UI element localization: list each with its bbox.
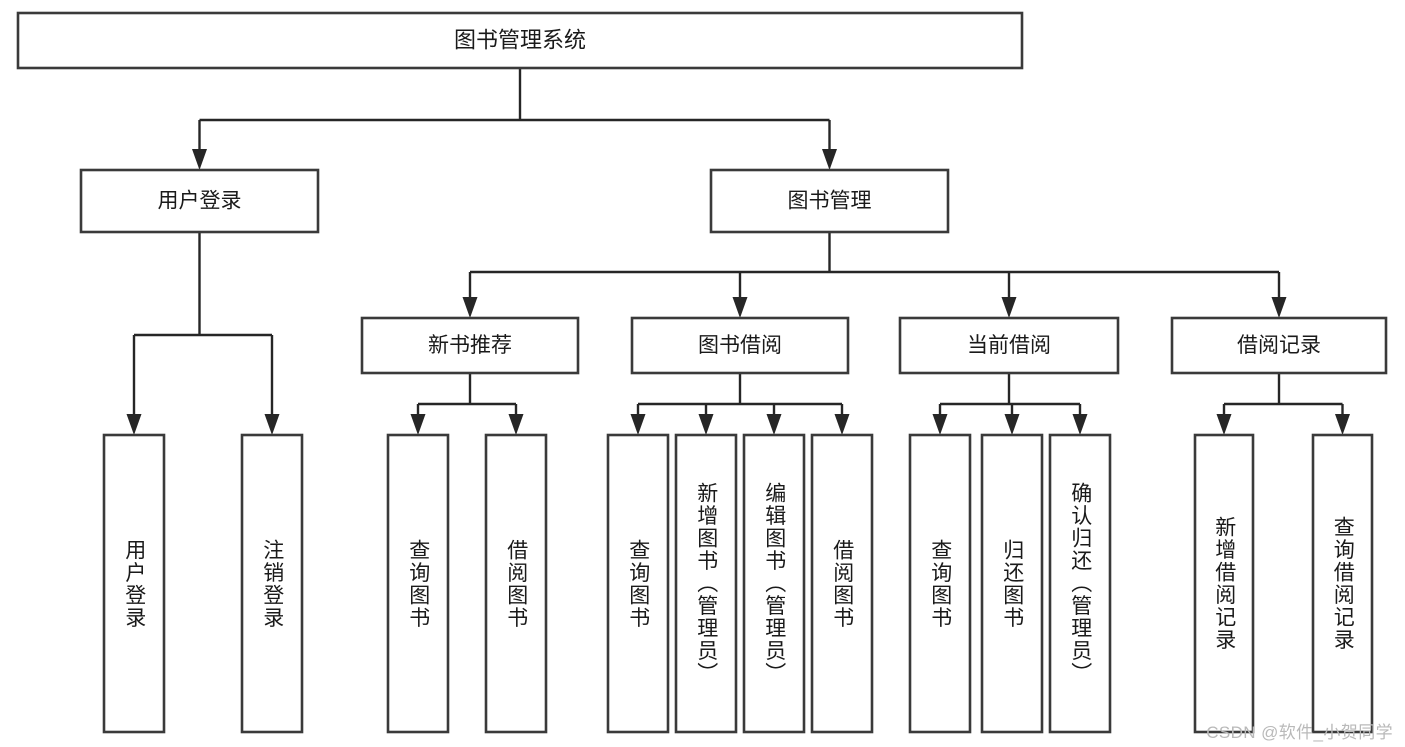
arrow-head-icon: [462, 297, 478, 318]
node-box-book-borrow[interactable]: [630, 316, 850, 375]
node-box-leaf-query-book-1[interactable]: [386, 433, 450, 734]
arrow-head-icon: [1072, 414, 1088, 435]
node-label-new-book-recommend: 新书推荐: [428, 334, 512, 357]
arrow-head-icon: [1216, 414, 1232, 435]
arrow-head-icon: [1001, 297, 1017, 318]
node-label-user-login: 用户登录: [158, 190, 242, 213]
node-box-leaf-add-record[interactable]: [1193, 433, 1255, 734]
node-box-leaf-add-book[interactable]: [674, 433, 738, 734]
node-box-book-management[interactable]: [709, 168, 950, 234]
node-box-leaf-logout[interactable]: [240, 433, 304, 734]
node-box-new-book-recommend[interactable]: [360, 316, 580, 375]
arrow-head-icon: [508, 414, 524, 435]
node-box-current-borrow[interactable]: [898, 316, 1120, 375]
arrow-head-icon: [410, 414, 426, 435]
arrow-head-icon: [1004, 414, 1020, 435]
arrow-head-icon: [1271, 297, 1287, 318]
arrow-head-icon: [126, 414, 142, 435]
arrow-head-icon: [192, 149, 207, 170]
node-label-borrow-records: 借阅记录: [1237, 334, 1321, 357]
node-box-leaf-confirm-return[interactable]: [1048, 433, 1112, 734]
node-box-user-login[interactable]: [79, 168, 320, 234]
node-box-leaf-query-book-3[interactable]: [908, 433, 972, 734]
node-label-book-management: 图书管理: [788, 190, 872, 213]
arrow-head-icon: [698, 414, 714, 435]
node-box-leaf-borrow-book-1[interactable]: [484, 433, 548, 734]
node-label-book-borrow: 图书借阅: [698, 334, 782, 357]
arrow-head-icon: [822, 149, 837, 170]
node-box-leaf-borrow-book-2[interactable]: [810, 433, 874, 734]
arrow-head-icon: [834, 414, 850, 435]
node-box-leaf-query-book-2[interactable]: [606, 433, 670, 734]
arrow-head-icon: [732, 297, 748, 318]
node-box-leaf-user-login[interactable]: [102, 433, 166, 734]
node-box-root[interactable]: [16, 11, 1024, 70]
node-box-leaf-query-record[interactable]: [1311, 433, 1374, 734]
connectors-layer: [126, 68, 1350, 435]
node-box-borrow-records[interactable]: [1170, 316, 1388, 375]
arrow-head-icon: [1335, 414, 1350, 435]
csdn-watermark: CSDN @软件_小贺同学: [1206, 723, 1393, 742]
arrow-head-icon: [264, 414, 280, 435]
arrow-head-icon: [630, 414, 646, 435]
node-box-leaf-edit-book[interactable]: [742, 433, 806, 734]
node-label-root: 图书管理系统: [454, 27, 586, 52]
boxes-layer: [16, 11, 1388, 734]
node-label-current-borrow: 当前借阅: [967, 334, 1051, 357]
arrow-head-icon: [932, 414, 948, 435]
node-box-leaf-return-book[interactable]: [980, 433, 1044, 734]
arrow-head-icon: [766, 414, 782, 435]
